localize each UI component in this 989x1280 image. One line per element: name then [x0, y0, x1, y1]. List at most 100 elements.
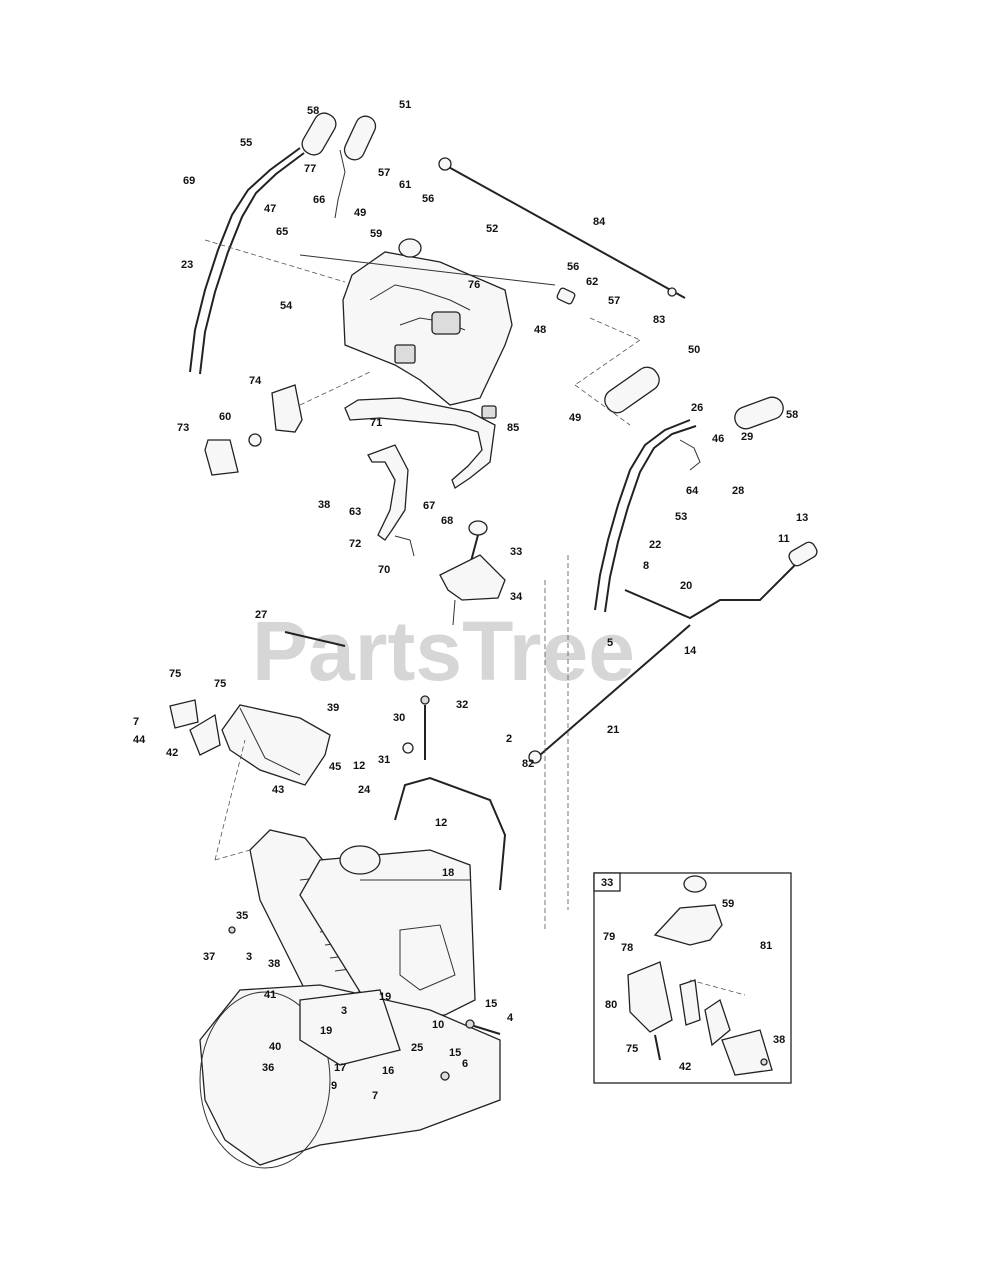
upper-handle-assembly [189, 112, 686, 557]
callout-24: 24 [358, 784, 371, 796]
callout-10: 10 [432, 1019, 444, 1031]
inset-label: 33 [601, 877, 613, 889]
callout-17: 17 [334, 1062, 346, 1074]
callout-33: 33 [510, 546, 522, 558]
callout-15b: 15 [449, 1047, 461, 1059]
callout-57b: 57 [608, 295, 620, 307]
right-handle-assembly [528, 366, 818, 930]
rod-20 [624, 559, 801, 620]
callout-52: 52 [486, 223, 498, 235]
knob-59 [398, 238, 422, 258]
callout-2: 2 [506, 733, 512, 745]
callout-68: 68 [441, 515, 453, 527]
bracket-72 [367, 444, 409, 541]
callout-82: 82 [522, 758, 534, 770]
callout-53: 53 [675, 511, 687, 523]
callout-9: 9 [331, 1080, 337, 1092]
callout-39: 39 [327, 702, 339, 714]
hand-grip-58 [301, 112, 337, 156]
chute-assembly [169, 695, 507, 1169]
callout-58b: 58 [786, 409, 798, 421]
lever-49 [334, 149, 346, 219]
callout-26: 26 [691, 402, 703, 414]
callout-85: 85 [507, 422, 519, 434]
callout-i81: 81 [760, 940, 772, 952]
hand-grip-58b [734, 396, 784, 430]
callout-54: 54 [280, 300, 293, 312]
callout-77: 77 [304, 163, 316, 175]
callout-48: 48 [534, 324, 546, 336]
callout-36: 36 [262, 1062, 274, 1074]
callout-19b: 19 [320, 1025, 332, 1037]
callout-3b: 3 [341, 1005, 347, 1017]
rod-27 [284, 631, 346, 647]
callout-71: 71 [370, 417, 382, 429]
callout-64: 64 [686, 485, 699, 497]
callout-23: 23 [181, 259, 193, 271]
callout-i78: 78 [621, 942, 633, 954]
callout-37: 37 [203, 951, 215, 963]
callout-56a: 56 [422, 193, 434, 205]
callout-43: 43 [272, 784, 284, 796]
callout-41: 41 [264, 989, 276, 1001]
callout-5: 5 [607, 637, 613, 649]
callout-40: 40 [269, 1041, 281, 1053]
callout-i80: 80 [605, 999, 617, 1011]
callout-61: 61 [399, 179, 411, 191]
callout-51: 51 [399, 99, 411, 111]
callout-20: 20 [680, 580, 692, 592]
callout-83: 83 [653, 314, 665, 326]
bracket-71 [344, 397, 496, 489]
callout-i59: 59 [722, 898, 734, 910]
callout-6: 6 [462, 1058, 468, 1070]
callout-65: 65 [276, 226, 288, 238]
grip-11 [788, 541, 818, 567]
callout-45: 45 [329, 761, 341, 773]
callout-3a: 3 [246, 951, 252, 963]
callout-44: 44 [133, 734, 146, 746]
callout-76: 76 [468, 279, 480, 291]
dash-panel-48 [342, 251, 513, 406]
callout-84: 84 [593, 216, 606, 228]
callout-55: 55 [240, 137, 252, 149]
upper-handle-right [594, 419, 691, 611]
chute-deflector-39 [221, 704, 331, 786]
callout-38a: 38 [318, 499, 330, 511]
callout-19a: 19 [379, 991, 391, 1003]
callout-75a: 75 [169, 668, 181, 680]
callout-63: 63 [349, 506, 361, 518]
upper-handle-left [189, 147, 301, 373]
callout-12a: 12 [353, 760, 365, 772]
callout-i75: 75 [626, 1043, 638, 1055]
callout-16: 16 [382, 1065, 394, 1077]
bracket-42 [189, 713, 221, 756]
callout-32: 32 [456, 699, 468, 711]
callout-49a: 49 [354, 207, 366, 219]
callout-15a: 15 [485, 998, 497, 1010]
callout-69: 69 [183, 175, 195, 187]
callout-13: 13 [796, 512, 808, 524]
callout-12b: 12 [435, 817, 447, 829]
callout-28: 28 [732, 485, 744, 497]
rod-84 [444, 164, 686, 299]
callout-29: 29 [741, 431, 753, 443]
callout-50: 50 [688, 344, 700, 356]
hand-grip-50 [604, 366, 660, 414]
callout-22: 22 [649, 539, 661, 551]
callout-30: 30 [393, 712, 405, 724]
callout-58a: 58 [307, 105, 319, 117]
inset-shift-lever: 33 [593, 872, 792, 1084]
callout-34: 34 [510, 591, 523, 603]
callout-59a: 59 [370, 228, 382, 240]
callout-i42: 42 [679, 1061, 691, 1073]
callout-42a: 42 [166, 747, 178, 759]
callout-46: 46 [712, 433, 724, 445]
callout-7a: 7 [133, 716, 139, 728]
callout-7b: 7 [372, 1090, 378, 1102]
callout-35a: 35 [236, 910, 248, 922]
callout-73: 73 [177, 422, 189, 434]
callout-i38: 38 [773, 1034, 785, 1046]
callout-67: 67 [423, 500, 435, 512]
